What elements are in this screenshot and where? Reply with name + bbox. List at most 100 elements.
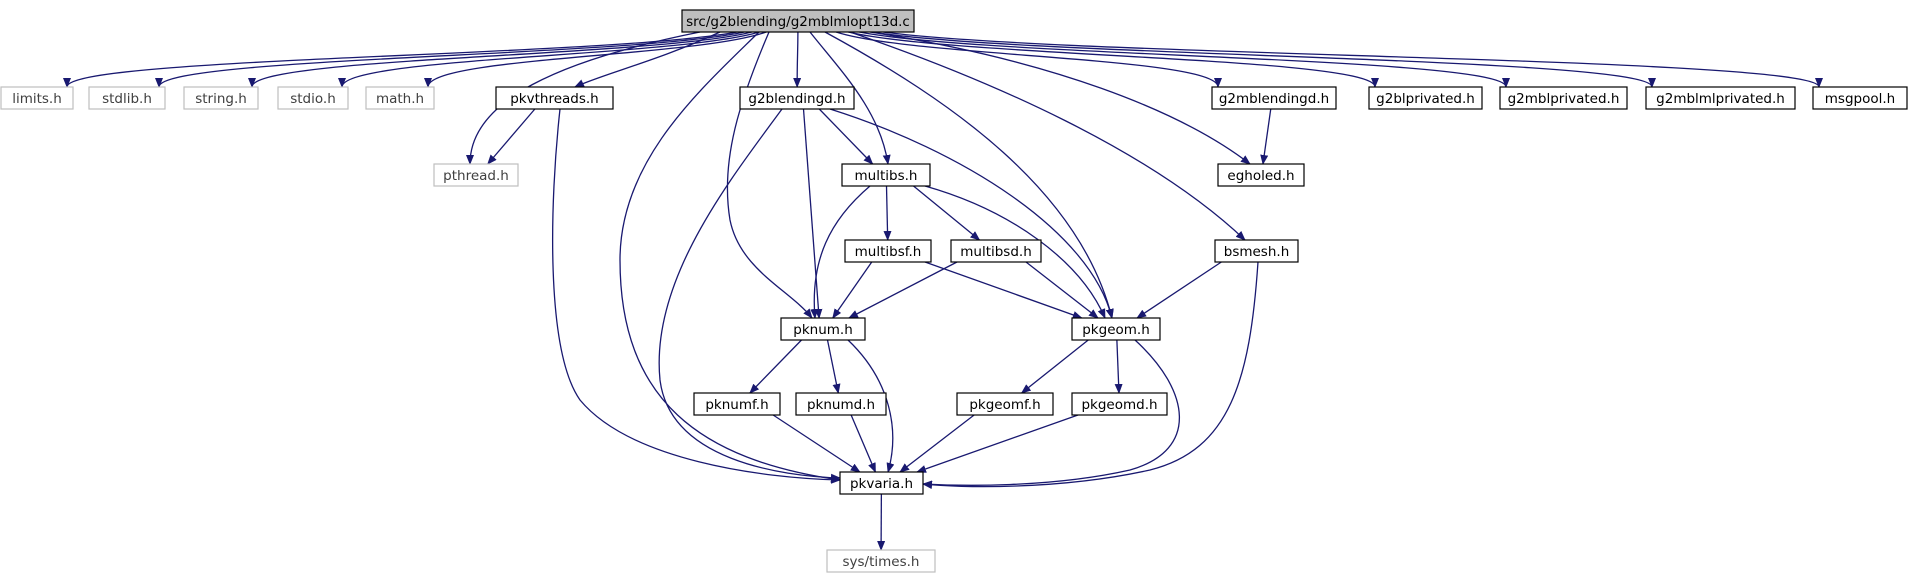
node-pkgeomd[interactable]: pkgeomd.h bbox=[1071, 392, 1168, 416]
edge-g2blendingd-to-multibs bbox=[818, 108, 874, 165]
edge-multibs-to-pknum bbox=[810, 185, 871, 319]
node-box bbox=[1214, 239, 1299, 263]
node-box bbox=[1812, 86, 1908, 110]
node-g2blprivated[interactable]: g2blprivated.h bbox=[1368, 86, 1483, 110]
node-g2mblmlprivated[interactable]: g2mblmlprivated.h bbox=[1645, 86, 1796, 110]
edge-line bbox=[924, 261, 1083, 319]
node-box bbox=[1645, 86, 1796, 110]
node-box bbox=[681, 9, 915, 33]
node-label: pknumd.h bbox=[807, 397, 875, 413]
edge-line bbox=[466, 31, 701, 165]
edge-pkvthreads-to-pkvaria bbox=[552, 108, 841, 484]
edge-line bbox=[835, 31, 1222, 88]
node-label: stdlib.h bbox=[102, 91, 152, 107]
edge-line bbox=[1020, 339, 1089, 394]
edge-root-to-pkvthreads bbox=[574, 31, 721, 88]
node-label: limits.h bbox=[12, 91, 62, 107]
edge-bsmesh-to-pkgeom bbox=[1136, 261, 1222, 319]
edge-root-to-g2mblprivated bbox=[859, 31, 1510, 88]
edge-line bbox=[849, 31, 1246, 241]
edge-root-to-g2blprivated bbox=[848, 31, 1379, 88]
node-g2blendingd[interactable]: g2blendingd.h bbox=[739, 86, 855, 110]
node-pkgeom[interactable]: pkgeom.h bbox=[1071, 317, 1161, 341]
edge-line bbox=[248, 31, 752, 88]
node-pknumd[interactable]: pknumd.h bbox=[795, 392, 887, 416]
edge-root-to-multibs bbox=[809, 31, 891, 165]
edge-multibs-to-multibsf bbox=[883, 185, 892, 241]
node-multibsf[interactable]: multibsf.h bbox=[844, 239, 932, 263]
node-multibs[interactable]: multibs.h bbox=[841, 163, 931, 187]
edge-g2blendingd-to-pkvaria bbox=[658, 108, 841, 482]
nodes-layer: src/g2blending/g2mblmlopt13d.c limits.h st… bbox=[0, 9, 1908, 573]
edge-bsmesh-to-pkvaria bbox=[922, 261, 1259, 489]
edge-g2blendingd-to-pknum bbox=[802, 108, 823, 319]
edge-line bbox=[1025, 261, 1099, 319]
node-g2mblendingd[interactable]: g2mblendingd.h bbox=[1211, 86, 1337, 110]
node-box bbox=[826, 549, 936, 573]
edge-root-to-pthread bbox=[466, 31, 701, 165]
edge-root-to-g2mblmlprivated bbox=[871, 31, 1656, 88]
node-label: pknumf.h bbox=[705, 397, 768, 413]
node-box bbox=[183, 86, 259, 110]
edge-root-to-stdio bbox=[338, 31, 760, 88]
node-pthread: pthread.h bbox=[433, 163, 519, 187]
node-box bbox=[950, 239, 1042, 263]
edge-pknum-to-pknumf bbox=[749, 339, 802, 394]
edge-line bbox=[832, 261, 873, 319]
edge-line bbox=[899, 414, 975, 473]
edge-line bbox=[1136, 261, 1222, 319]
node-pkvthreads[interactable]: pkvthreads.h bbox=[495, 86, 614, 110]
edge-line bbox=[922, 261, 1259, 489]
edge-line bbox=[424, 31, 767, 88]
edge-line bbox=[847, 339, 895, 473]
edge-line bbox=[826, 339, 841, 394]
node-limits: limits.h bbox=[0, 86, 74, 110]
node-label: pthread.h bbox=[443, 168, 509, 184]
node-msgpool[interactable]: msgpool.h bbox=[1812, 86, 1908, 110]
node-bsmesh[interactable]: bsmesh.h bbox=[1214, 239, 1299, 263]
edge-line bbox=[924, 185, 1106, 319]
node-egholed[interactable]: egholed.h bbox=[1217, 163, 1305, 187]
edge-pkgeom-to-pkgeomd bbox=[1114, 339, 1123, 394]
node-pkvaria[interactable]: pkvaria.h bbox=[839, 471, 924, 495]
edge-line bbox=[658, 108, 841, 482]
edge-pknumf-to-pkvaria bbox=[772, 414, 861, 473]
node-pknum[interactable]: pknum.h bbox=[780, 317, 866, 341]
node-box bbox=[277, 86, 349, 110]
node-box bbox=[795, 392, 887, 416]
node-box bbox=[1368, 86, 1483, 110]
edge-line bbox=[882, 31, 1823, 88]
node-pknumf[interactable]: pknumf.h bbox=[693, 392, 781, 416]
edge-line bbox=[922, 339, 1180, 489]
node-systimes: sys/times.h bbox=[826, 549, 936, 573]
node-box bbox=[1071, 317, 1161, 341]
edge-line bbox=[848, 261, 958, 319]
edge-root-to-bsmesh bbox=[849, 31, 1246, 241]
node-box bbox=[1217, 163, 1305, 187]
edge-line bbox=[824, 31, 1114, 319]
node-label: math.h bbox=[376, 91, 424, 107]
node-label: g2mblendingd.h bbox=[1219, 91, 1329, 107]
node-label: msgpool.h bbox=[1825, 91, 1895, 107]
node-g2mblprivated[interactable]: g2mblprivated.h bbox=[1499, 86, 1628, 110]
node-box bbox=[1071, 392, 1168, 416]
node-label: g2mblprivated.h bbox=[1508, 91, 1620, 107]
edge-root-to-stdlib bbox=[155, 31, 745, 88]
node-multibsd[interactable]: multibsd.h bbox=[950, 239, 1042, 263]
edge-line bbox=[726, 31, 813, 319]
node-pkgeomf[interactable]: pkgeomf.h bbox=[956, 392, 1054, 416]
edge-root-to-msgpool bbox=[882, 31, 1823, 88]
node-box bbox=[956, 392, 1054, 416]
edge-multibs-to-multibsd bbox=[913, 185, 981, 241]
node-label: stdio.h bbox=[290, 91, 336, 107]
node-box bbox=[841, 163, 931, 187]
node-label: pknum.h bbox=[793, 322, 853, 338]
edge-root-to-pkvaria bbox=[619, 31, 841, 483]
edge-root-to-string bbox=[248, 31, 752, 88]
edge-line bbox=[749, 339, 802, 394]
edge-root-to-g2blendingd bbox=[793, 31, 802, 88]
node-root: src/g2blending/g2mblmlopt13d.c bbox=[681, 9, 915, 33]
edge-line bbox=[338, 31, 760, 88]
edge-pknum-to-pkvaria bbox=[847, 339, 895, 473]
edge-root-to-pknum bbox=[726, 31, 813, 319]
